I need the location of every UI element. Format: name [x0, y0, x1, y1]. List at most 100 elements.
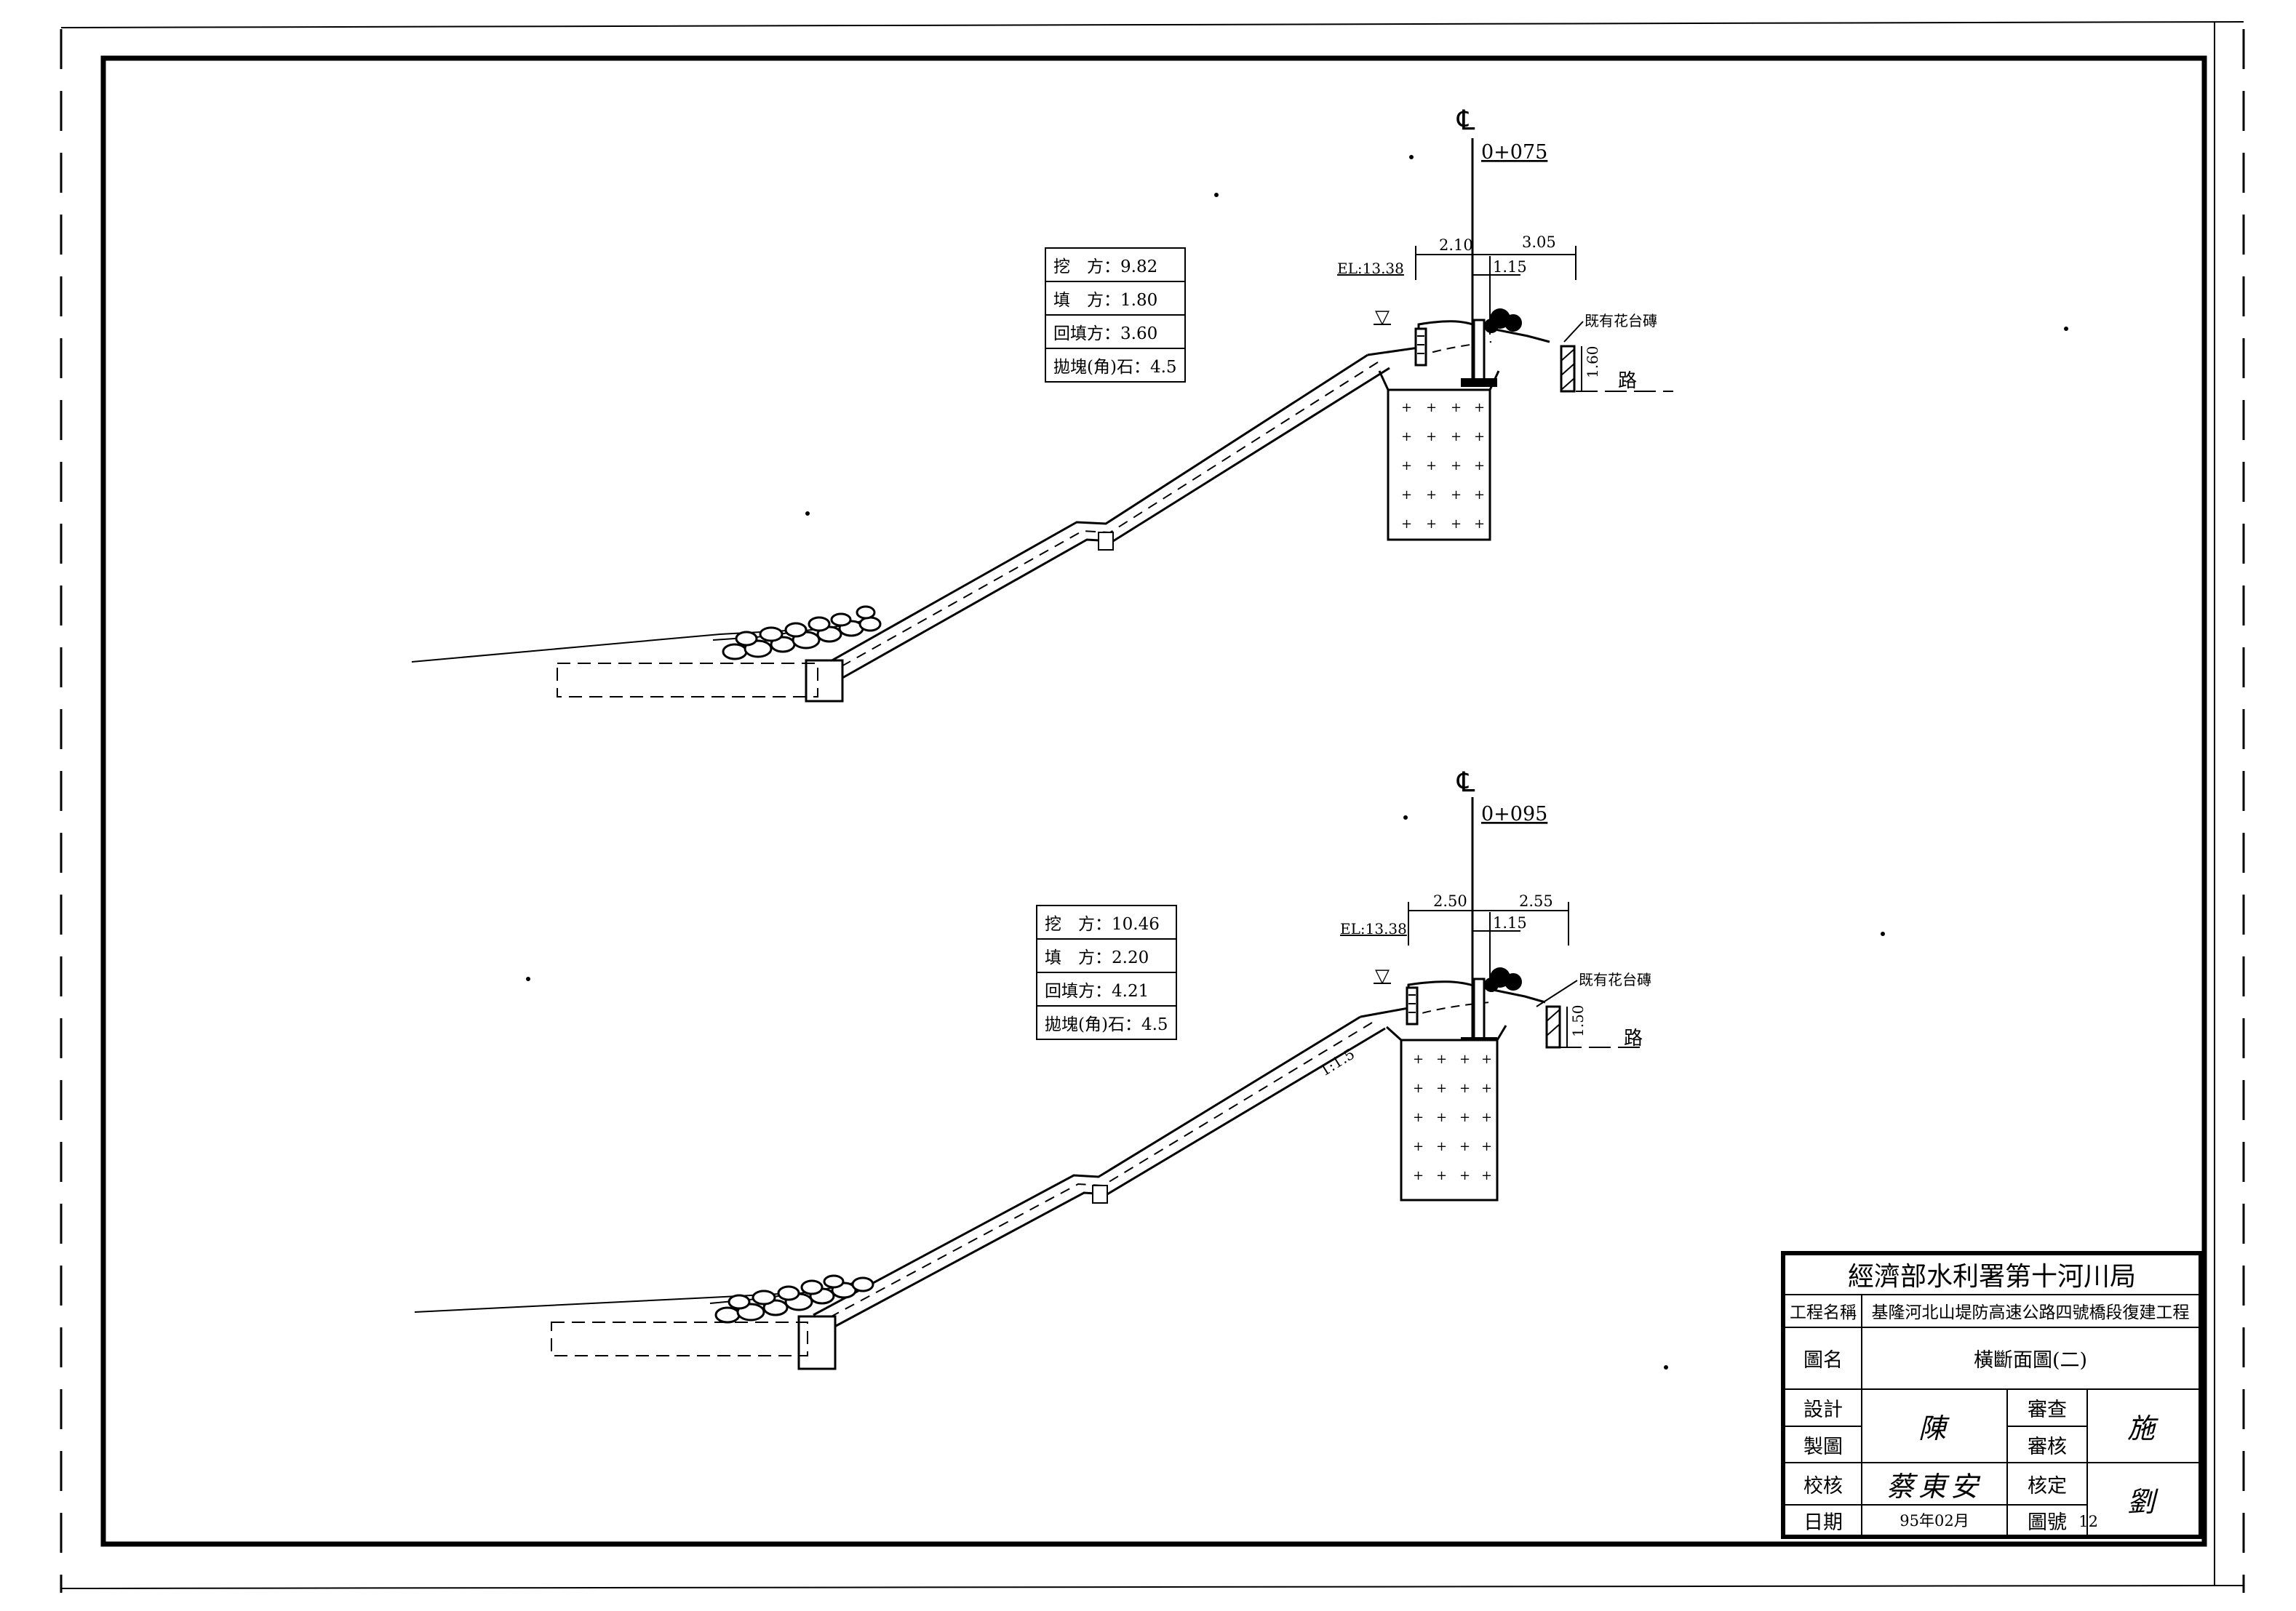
approve-label: 核定 [2006, 1462, 2088, 1506]
planter-hatch [1560, 363, 1575, 376]
slope-berm-key [1098, 532, 1114, 551]
scan-specks [526, 155, 2068, 1370]
sheet-number-label: 圖號 [2006, 1504, 2088, 1536]
svg-text:+: + [1474, 516, 1485, 532]
drawing-name-label: 圖名 [1784, 1326, 1862, 1390]
planter-hatch [1560, 348, 1575, 361]
quantity-value: 10.46 [1112, 915, 1160, 934]
quantity-value: 3.60 [1120, 324, 1158, 343]
svg-text:+: + [1426, 458, 1437, 473]
outer-border-bottom [60, 1585, 2244, 1589]
elevation-label: EL:13.38 [1340, 920, 1407, 938]
svg-text:+: + [1481, 1052, 1492, 1067]
svg-text:+: + [1451, 429, 1462, 444]
svg-text:+: + [1426, 487, 1437, 503]
planter-label: 既有花台磚 [1585, 312, 1657, 329]
quantity-label: 挖 方 [1045, 915, 1095, 934]
svg-text:+: + [1413, 1052, 1424, 1067]
svg-text:+: + [1426, 400, 1437, 415]
svg-text:+: + [1436, 1168, 1447, 1183]
quantity-label: 挖 方 [1053, 257, 1104, 276]
quantity-row: 拋塊(角)石：4.5 [1045, 348, 1186, 383]
quantity-value: 1.80 [1120, 291, 1158, 310]
wall-height-dim: 1.60 [1584, 345, 1601, 378]
shrub-leaf [1484, 319, 1499, 333]
svg-text:+: + [1459, 1168, 1470, 1183]
svg-text:+: + [1401, 487, 1412, 503]
svg-text:+: + [1459, 1052, 1470, 1067]
quantity-label: 填 方 [1053, 291, 1104, 310]
levee-slope-core [834, 361, 1379, 671]
retaining-wall-stem [1472, 978, 1486, 1043]
quantity-table-0-075: 挖 方：9.82 填 方：1.80 回填方：3.60 拋塊(角)石：4.5 [1045, 247, 1186, 383]
design-label: 設計 [1784, 1388, 1862, 1427]
leader-line [1563, 321, 1584, 343]
levee-crown-line [1385, 1025, 1507, 1042]
quantity-cell: 挖 方：9.82 [1045, 247, 1186, 282]
svg-text:+: + [1401, 429, 1412, 444]
project-name: 基隆河北山堤防高速公路四號橋段復建工程 [1861, 1293, 2200, 1328]
parapet-wall [1406, 986, 1419, 1026]
drawing-name: 橫斷面圖(二) [1861, 1326, 2200, 1390]
quantity-value: 9.82 [1120, 257, 1158, 276]
right-width-dim: 2.55 [1519, 892, 1553, 910]
quantity-value: 2.20 [1112, 948, 1149, 967]
quantity-cell: 填 方：1.80 [1045, 281, 1186, 316]
svg-text:+: + [1451, 487, 1462, 503]
quantity-label: 拋塊(角)石 [1053, 358, 1133, 377]
shrub-leaf [1504, 973, 1522, 991]
quantity-row: 填 方：1.80 [1045, 281, 1186, 316]
check-signature: 蔡東安 [1861, 1462, 2008, 1506]
centerline-symbol: ℄ [1456, 766, 1475, 798]
svg-text:+: + [1436, 1110, 1447, 1125]
quantity-cell: 回填方：4.21 [1036, 972, 1177, 1007]
svg-text:+: + [1401, 458, 1412, 473]
organization-name: 經濟部水利署第十河川局 [1784, 1254, 2200, 1295]
cross-section-0-075: ℄ 0+075 2.10 3.05 1.15 EL:13.38 ▽ 既有花台磚 [411, 104, 1673, 703]
inner-width-dim: 1.15 [1493, 258, 1527, 276]
right-width-dim: 3.05 [1522, 233, 1556, 251]
quantity-cell: 回填方：3.60 [1045, 314, 1186, 349]
parapet-wall [1414, 327, 1427, 367]
svg-text:+: + [1436, 1139, 1447, 1154]
project-label: 工程名稱 [1784, 1293, 1862, 1328]
svg-text:+: + [1474, 458, 1485, 473]
quantity-table-0-095: 挖 方：10.46 填 方：2.20 回填方：4.21 拋塊(角)石：4.5 [1036, 905, 1177, 1040]
elevation-label: EL:13.38 [1337, 260, 1404, 277]
check-label: 校核 [1784, 1462, 1862, 1506]
leader-line [1536, 980, 1578, 1007]
quantity-row: 回填方：4.21 [1036, 972, 1177, 1007]
svg-text:+: + [1459, 1110, 1470, 1125]
svg-text:+: + [1413, 1081, 1424, 1096]
levee-slope-core [818, 1022, 1373, 1324]
sheet-number: 12 [2078, 1513, 2098, 1530]
retaining-wall-stem [1472, 319, 1486, 384]
water-level-icon: ▽ [1375, 965, 1390, 987]
quantity-label: 拋塊(角)石 [1045, 1015, 1125, 1034]
toe-block [797, 1315, 837, 1370]
svg-text:+: + [1474, 400, 1485, 415]
toe-apron [551, 1322, 808, 1356]
levee-slope-inner [826, 1027, 1386, 1332]
levee-crown [1367, 320, 1550, 356]
date-value: 95年02月 [1861, 1504, 2008, 1536]
design-signature: 陳 [1861, 1388, 2008, 1464]
quantity-cell: 拋塊(角)石：4.5 [1036, 1005, 1177, 1040]
outer-border-top [60, 21, 2244, 28]
quantity-value: 4.21 [1112, 982, 1149, 1001]
svg-text:+: + [1451, 516, 1462, 532]
levee-slope-inner [842, 367, 1390, 679]
svg-text:+: + [1474, 429, 1485, 444]
svg-text:+: + [1426, 516, 1437, 532]
quantity-label: 回填方 [1053, 324, 1104, 343]
review-label: 審查 [2006, 1388, 2088, 1427]
quantity-cell: 挖 方：10.46 [1036, 905, 1177, 940]
svg-text:+: + [1481, 1110, 1492, 1125]
cross-section-0-095: ℄ 0+095 2.50 2.55 1.15 EL:13.38 ▽ 既有花台磚 … [414, 766, 1651, 1370]
date-label: 日期 [1784, 1504, 1862, 1536]
quantity-label: 填 方 [1045, 948, 1095, 967]
svg-text:+: + [1401, 516, 1412, 532]
draft-label: 製圖 [1784, 1425, 1862, 1464]
toe-apron [557, 663, 818, 697]
